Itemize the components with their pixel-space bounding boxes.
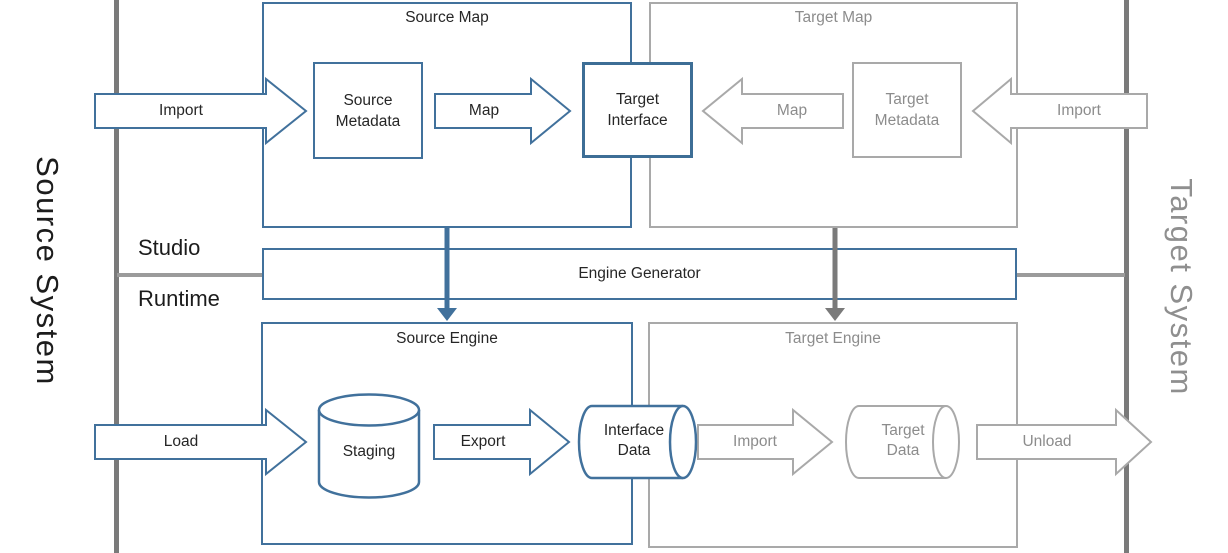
target-metadata-node: Target Metadata — [852, 62, 962, 158]
import-source-arrow-label: Import — [159, 102, 203, 119]
target-data-shape — [845, 405, 960, 479]
source-generate-connector-arrow — [437, 228, 457, 321]
studio-runtime-divider-left — [117, 273, 262, 277]
import-target-arrow-label: Import — [1057, 102, 1101, 119]
staging-label: Staging — [342, 443, 396, 460]
export-arrow-label: Export — [460, 433, 506, 450]
target-metadata-label: Target Metadata — [874, 91, 940, 129]
load-arrow — [94, 407, 308, 477]
import-engine-arrow — [697, 407, 834, 477]
studio-band-label: Studio — [138, 235, 201, 260]
load-arrow-label: Load — [163, 433, 199, 450]
engine-generator-title: Engine Generator — [578, 265, 701, 282]
map-source-arrow — [434, 76, 572, 146]
source-system-label: Source System — [30, 156, 65, 386]
unload-arrow — [976, 407, 1153, 477]
source-engine-title: Source Engine — [396, 330, 498, 347]
map-target-arrow-label: Map — [776, 102, 808, 119]
target-map-title: Target Map — [794, 9, 873, 26]
target-system-label: Target System — [1164, 178, 1199, 396]
target-interface-node: Target Interface — [582, 62, 693, 158]
staging-cylinder — [317, 393, 421, 499]
engine-generator-box: Engine Generator — [262, 248, 1017, 300]
export-arrow — [433, 407, 571, 477]
target-interface-label: Target Interface — [607, 91, 668, 129]
target-generate-connector-arrow — [825, 228, 845, 321]
source-system-boundary-line — [114, 0, 119, 553]
interface-data-label: Interface Data — [603, 422, 665, 459]
source-metadata-node: Source Metadata — [313, 62, 423, 159]
studio-runtime-divider-right — [1017, 273, 1125, 277]
target-data-label: Target Data — [881, 422, 925, 459]
source-metadata-label: Source Metadata — [335, 91, 401, 130]
source-map-title: Source Map — [405, 9, 489, 26]
map-target-arrow — [701, 76, 844, 146]
map-source-arrow-label: Map — [468, 102, 500, 119]
import-target-arrow — [971, 76, 1148, 146]
runtime-band-label: Runtime — [138, 286, 220, 311]
unload-arrow-label: Unload — [1022, 433, 1072, 450]
target-system-boundary-line — [1124, 0, 1129, 553]
import-engine-arrow-label: Import — [733, 433, 777, 450]
import-source-arrow — [94, 76, 308, 146]
interface-data-shape — [577, 404, 698, 480]
target-engine-title: Target Engine — [785, 330, 881, 347]
